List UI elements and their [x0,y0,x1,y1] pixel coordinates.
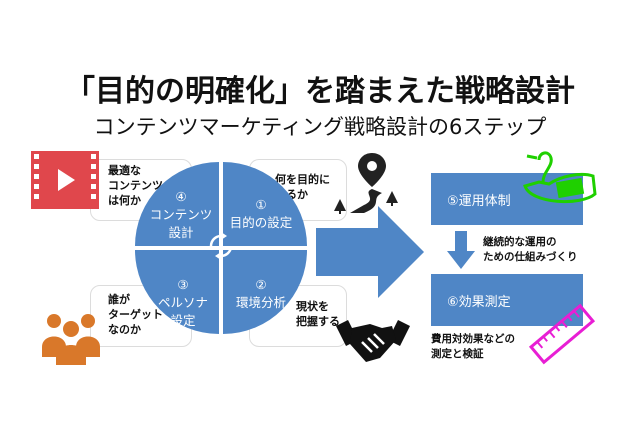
note-bottom-left: 誰がターゲットなのか [108,293,163,336]
page-subtitle: コンテンツマーケティング戦略設計の6ステップ [93,115,547,139]
step6-note: 費用対効果などの測定と検証 [431,333,515,360]
quadrant-top-left [135,162,219,246]
cycle-circle [135,162,307,334]
quadrant-bottom-left [135,250,219,334]
down-arrow-icon [447,231,475,269]
ruler-icon [528,303,596,365]
step5-label: ⑤運用体制 [447,193,511,209]
handshake-icon [336,320,410,362]
people-icon [42,314,100,365]
video-icon [31,151,99,209]
cycle-arrows-icon [209,234,233,258]
note-top-left: 最適なコンテンツは何か [108,164,163,207]
big-arrow-right-icon [316,206,424,298]
step5-note: 継続的な運用のための仕組みづくり [483,236,578,263]
map-pin-road-icon [334,153,398,214]
quadrant-top-right [223,162,307,246]
quadrant-bottom-right [223,250,307,334]
step6-box: ⑥効果測定 [431,274,583,326]
note-bottom-right: 現状を把握する [296,300,340,328]
step6-label: ⑥効果測定 [447,294,511,310]
page-title: 「目的の明確化」を踏まえた戦略設計 [65,74,575,109]
step5-box: ⑤運用体制 [431,173,583,225]
swan-boat-icon [523,151,597,204]
